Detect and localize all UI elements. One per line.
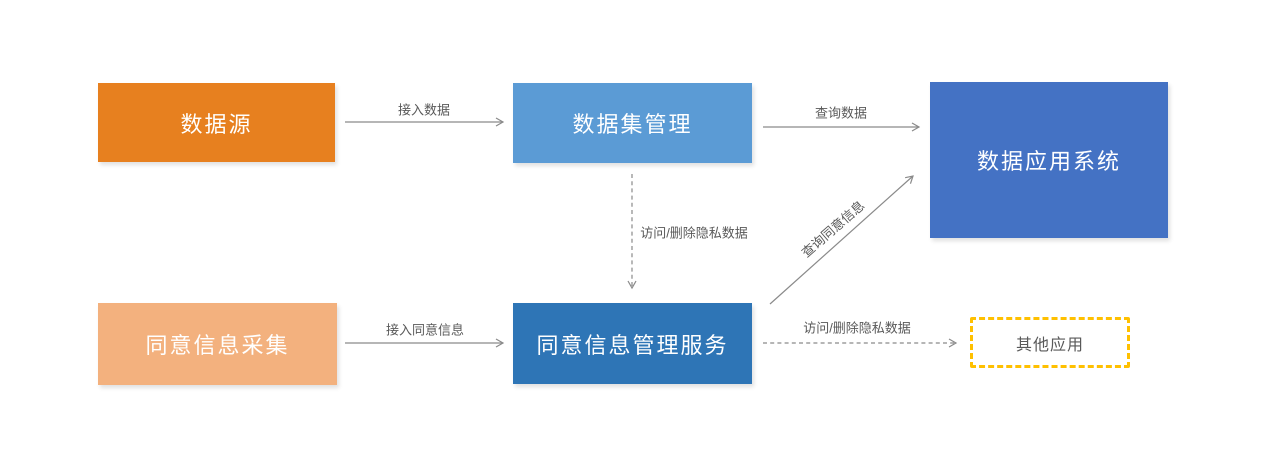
node-consent-collection-label: 同意信息采集 — [145, 333, 290, 358]
edge-query-consent-line — [769, 175, 914, 305]
edge-label-access-consent: 接入同意信息 — [385, 322, 465, 338]
node-other-apps: 其他应用 — [970, 317, 1130, 368]
node-data-app-system: 数据应用系统 — [930, 82, 1168, 238]
node-data-source: 数据源 — [98, 83, 335, 162]
node-dataset-mgmt: 数据集管理 — [513, 83, 752, 163]
node-data-app-system-label: 数据应用系统 — [976, 149, 1121, 174]
node-consent-mgmt-service-label: 同意信息管理服务 — [536, 332, 729, 358]
node-consent-mgmt-service: 同意信息管理服务 — [513, 303, 752, 384]
edge-label-access-delete-private-right: 访问/删除隐私数据 — [803, 320, 911, 336]
node-consent-collection: 同意信息采集 — [98, 303, 337, 385]
edge-label-access-data: 接入数据 — [397, 102, 451, 118]
edge-label-access-delete-private-down: 访问/删除隐私数据 — [640, 225, 748, 241]
node-other-apps-label: 其他应用 — [1015, 336, 1084, 354]
node-dataset-mgmt-label: 数据集管理 — [572, 112, 693, 137]
edge-label-query-consent: 查询同意信息 — [798, 197, 868, 261]
node-data-source-label: 数据源 — [180, 111, 253, 137]
edge-label-query-data: 查询数据 — [814, 105, 868, 121]
